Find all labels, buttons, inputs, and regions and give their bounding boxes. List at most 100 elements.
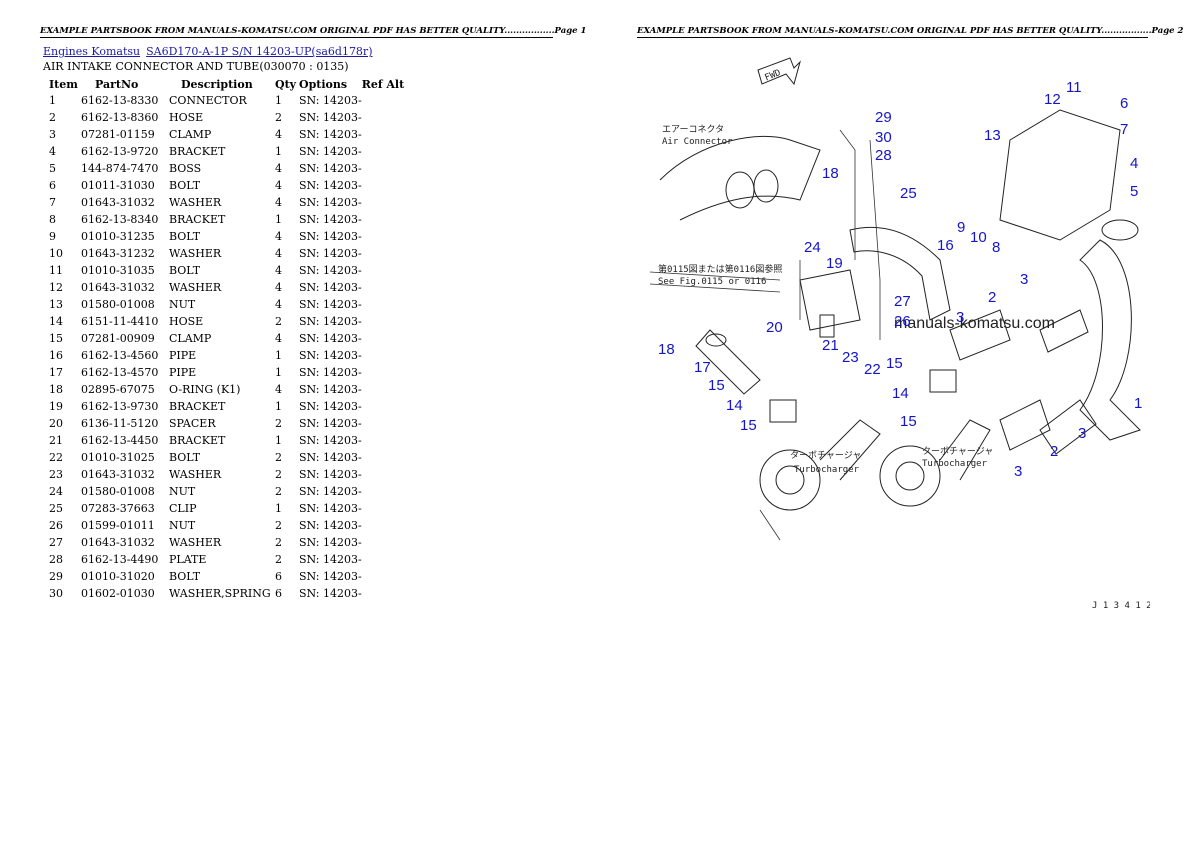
- cell-item: 9: [49, 230, 56, 243]
- section-title: AIR INTAKE CONNECTOR AND TUBE(030070 : 0…: [43, 60, 349, 73]
- cell-description: BRACKET: [169, 213, 226, 226]
- cell-ref-alt: [362, 245, 412, 262]
- cell-options: SN: 14203-: [299, 315, 362, 328]
- cell-partno: 6162-13-9730: [81, 400, 159, 413]
- breadcrumb-link-engines[interactable]: Engines Komatsu: [43, 45, 141, 58]
- cell-ref-alt: [362, 415, 412, 432]
- cell-qty: 1: [275, 145, 282, 158]
- cell-ref-alt: [362, 126, 412, 143]
- cell-description: SPACER: [169, 417, 216, 430]
- see-note-label: See Fig.0115 or 0116: [658, 277, 766, 287]
- cell-item: 25: [49, 502, 63, 515]
- cell-options: SN: 14203-: [299, 264, 362, 277]
- cell-ref-alt: [362, 143, 412, 160]
- cell-partno: 6136-11-5120: [81, 417, 159, 430]
- fwd-arrow-icon: FWD: [757, 57, 801, 86]
- cell-options: SN: 14203-: [299, 502, 362, 515]
- cell-ref-alt: [362, 483, 412, 500]
- cell-qty: 4: [275, 264, 282, 277]
- cell-partno: 01010-31035: [81, 264, 155, 277]
- cell-item: 5: [49, 162, 56, 175]
- cell-qty: 2: [275, 485, 282, 498]
- cell-description: PIPE: [169, 349, 197, 362]
- cell-options: SN: 14203-: [299, 230, 362, 243]
- cell-options: SN: 14203-: [299, 417, 362, 430]
- cell-ref-alt: [362, 211, 412, 228]
- cell-qty: 4: [275, 332, 282, 345]
- cell-partno: 01602-01030: [81, 587, 155, 600]
- callout-15: 15: [900, 413, 917, 430]
- cell-description: WASHER: [169, 468, 222, 481]
- callout-5: 5: [1130, 183, 1138, 200]
- cell-ref-alt: [362, 177, 412, 194]
- column-header-item: Item: [49, 77, 78, 91]
- callout-15: 15: [740, 417, 757, 434]
- cell-item: 30: [49, 587, 63, 600]
- callout-19: 19: [826, 255, 843, 272]
- cell-item: 1: [49, 94, 56, 107]
- cell-description: BOLT: [169, 179, 201, 192]
- cell-ref-alt: [362, 228, 412, 245]
- cell-item: 26: [49, 519, 63, 532]
- cell-options: SN: 14203-: [299, 179, 362, 192]
- cell-partno: 01643-31032: [81, 196, 155, 209]
- cell-ref-alt: [362, 517, 412, 534]
- cell-item: 10: [49, 247, 63, 260]
- cell-options: SN: 14203-: [299, 298, 362, 311]
- cell-item: 28: [49, 553, 63, 566]
- cell-item: 13: [49, 298, 63, 311]
- cell-qty: 2: [275, 468, 282, 481]
- callout-30: 30: [875, 129, 892, 146]
- cell-partno: 01580-01008: [81, 485, 155, 498]
- page-2: EXAMPLE PARTSBOOK FROM MANUALS-KOMATSU.C…: [595, 0, 1190, 842]
- cell-ref-alt: [362, 432, 412, 449]
- callout-3: 3: [1078, 425, 1086, 442]
- drawing-code: J 1 3 4 1 2: [1092, 601, 1150, 611]
- cell-ref-alt: [362, 296, 412, 313]
- cell-partno: 01011-31030: [81, 179, 155, 192]
- cell-description: WASHER: [169, 247, 222, 260]
- cell-qty: 2: [275, 536, 282, 549]
- cell-partno: 01643-31232: [81, 247, 155, 260]
- cell-description: BRACKET: [169, 145, 226, 158]
- turbocharger-left-label: Turbocharger: [794, 465, 860, 475]
- cell-description: NUT: [169, 519, 196, 532]
- cell-options: SN: 14203-: [299, 213, 362, 226]
- cell-ref-alt: [362, 551, 412, 568]
- cell-ref-alt: [362, 449, 412, 466]
- cell-item: 7: [49, 196, 56, 209]
- turbocharger-left-jp-label: ターボチャージャ: [790, 450, 861, 461]
- breadcrumb-link-model[interactable]: SA6D170-A-1P S/N 14203-UP(sa6d178r): [146, 45, 373, 58]
- cell-partno: 01643-31032: [81, 536, 155, 549]
- callout-10: 10: [970, 229, 987, 246]
- callout-25: 25: [900, 185, 917, 202]
- cell-partno: 01580-01008: [81, 298, 155, 311]
- cell-ref-alt: [362, 92, 412, 109]
- callout-9: 9: [957, 219, 965, 236]
- cell-partno: 6162-13-4490: [81, 553, 159, 566]
- cell-qty: 4: [275, 230, 282, 243]
- cell-ref-alt: [362, 279, 412, 296]
- cell-ref-alt: [362, 568, 412, 585]
- cell-item: 22: [49, 451, 63, 464]
- cell-options: SN: 14203-: [299, 128, 362, 141]
- cell-options: SN: 14203-: [299, 366, 362, 379]
- cell-options: SN: 14203-: [299, 94, 362, 107]
- cell-partno: 01599-01011: [81, 519, 155, 532]
